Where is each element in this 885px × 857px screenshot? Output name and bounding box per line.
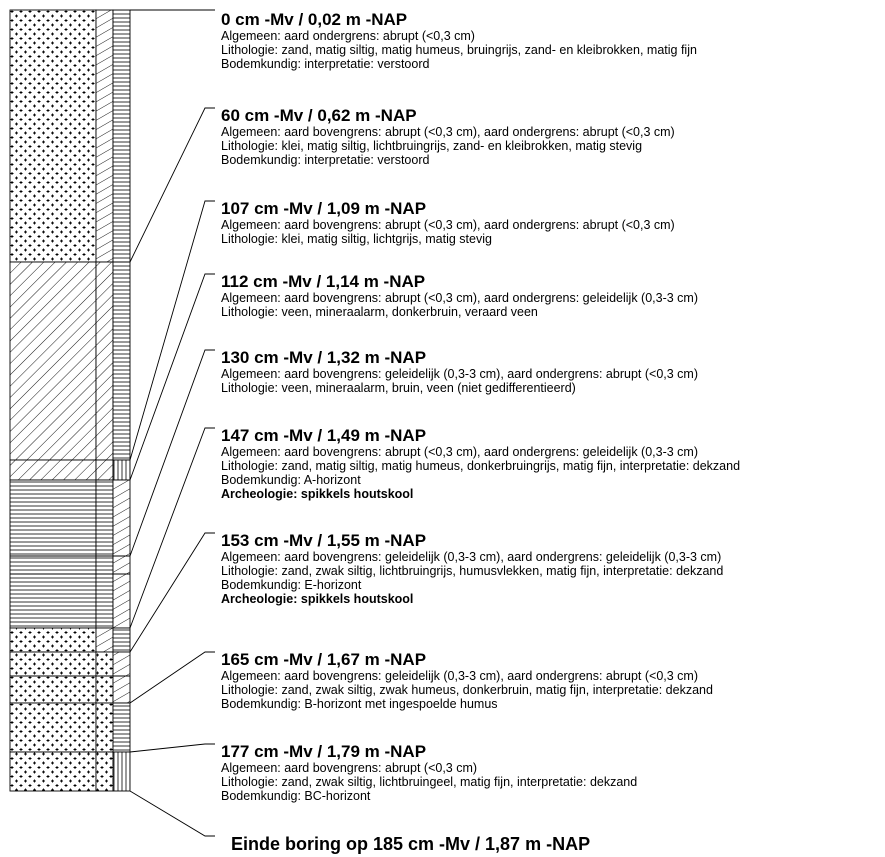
layer-description-line: Bodemkundig: interpretatie: verstoord bbox=[221, 57, 430, 71]
admixture-fill bbox=[95, 479, 114, 629]
layer-description-line: Algemeen: aard bovengrens: abrupt (<0,3 … bbox=[221, 125, 675, 139]
color-column-fill bbox=[112, 627, 131, 653]
lithology-fill bbox=[9, 479, 97, 629]
connector-line bbox=[129, 532, 215, 653]
layer-description-line: Lithologie: klei, matig siltig, lichtgri… bbox=[221, 232, 492, 246]
layer-description-line: Lithologie: zand, zwak siltig, lichtbrui… bbox=[221, 775, 638, 789]
color-column-fill bbox=[112, 9, 131, 263]
layer-depth-title: 165 cm -Mv / 1,67 m -NAP bbox=[221, 650, 427, 669]
layer-description-line: Lithologie: veen, mineraalarm, donkerbru… bbox=[221, 305, 538, 319]
connector-line bbox=[129, 273, 215, 481]
connector-line bbox=[129, 427, 215, 629]
layer-description-line: Bodemkundig: B-horizont met ingespoelde … bbox=[221, 697, 498, 711]
admixture-fill bbox=[95, 459, 114, 481]
layer-depth-title: 0 cm -Mv / 0,02 m -NAP bbox=[221, 10, 408, 29]
connector-line bbox=[129, 651, 215, 704]
layer-depth-title: 153 cm -Mv / 1,55 m -NAP bbox=[221, 531, 427, 550]
end-of-boring-label: Einde boring op 185 cm -Mv / 1,87 m -NAP bbox=[231, 834, 591, 854]
layer-description-line: Algemeen: aard bovengrens: geleidelijk (… bbox=[221, 550, 722, 564]
color-column-fill bbox=[112, 751, 131, 792]
lithology-fill bbox=[9, 9, 97, 263]
admixture-fill bbox=[95, 751, 114, 792]
layer-description-line: Algemeen: aard bovengrens: geleidelijk (… bbox=[221, 367, 698, 381]
layer-connectors bbox=[129, 9, 215, 837]
layer-description-line: Bodemkundig: BC-horizont bbox=[221, 789, 371, 803]
layer-depth-title: 147 cm -Mv / 1,49 m -NAP bbox=[221, 426, 427, 445]
admixture-fill bbox=[95, 261, 114, 461]
lithology-fill bbox=[9, 459, 97, 481]
boring-column bbox=[9, 9, 131, 792]
layer-description-line: Bodemkundig: interpretatie: verstoord bbox=[221, 153, 430, 167]
layer-archeology-line: Archeologie: spikkels houtskool bbox=[221, 487, 414, 501]
layer-depth-title: 177 cm -Mv / 1,79 m -NAP bbox=[221, 742, 427, 761]
admixture-fill bbox=[95, 651, 114, 704]
layer-description-line: Lithologie: veen, mineraalarm, bruin, ve… bbox=[221, 381, 576, 395]
lithology-fill bbox=[9, 627, 97, 653]
layer-description-line: Lithologie: zand, matig siltig, matig hu… bbox=[221, 459, 741, 473]
layer-archeology-line: Archeologie: spikkels houtskool bbox=[221, 592, 414, 606]
layer-description-line: Algemeen: aard bovengrens: geleidelijk (… bbox=[221, 669, 698, 683]
connector-line bbox=[129, 107, 215, 263]
layer-depth-title: 130 cm -Mv / 1,32 m -NAP bbox=[221, 348, 427, 367]
color-column-fill bbox=[112, 261, 131, 461]
connector-line bbox=[129, 790, 215, 837]
layer-description-line: Algemeen: aard ondergrens: abrupt (<0,3 … bbox=[221, 29, 475, 43]
layer-description-line: Lithologie: zand, matig siltig, matig hu… bbox=[221, 43, 697, 57]
layer-description-line: Algemeen: aard bovengrens: abrupt (<0,3 … bbox=[221, 761, 478, 775]
color-column-fill bbox=[112, 651, 131, 704]
layer-description-line: Algemeen: aard bovengrens: abrupt (<0,3 … bbox=[221, 445, 698, 459]
admixture-fill bbox=[95, 627, 114, 653]
connector-line bbox=[129, 200, 215, 461]
layer-description-line: Algemeen: aard bovengrens: abrupt (<0,3 … bbox=[221, 291, 698, 305]
lithology-fill bbox=[9, 261, 97, 461]
color-column-fill bbox=[112, 702, 131, 753]
layer-depth-title: 107 cm -Mv / 1,09 m -NAP bbox=[221, 199, 427, 218]
color-column-fill bbox=[112, 479, 131, 629]
layer-depth-title: 112 cm -Mv / 1,14 m -NAP bbox=[221, 272, 426, 291]
layer-depth-title: 60 cm -Mv / 0,62 m -NAP bbox=[221, 106, 417, 125]
lithology-fill bbox=[9, 702, 97, 753]
lithology-fill bbox=[9, 751, 97, 792]
layer-description-line: Bodemkundig: E-horizont bbox=[221, 578, 362, 592]
layer-description-line: Algemeen: aard bovengrens: abrupt (<0,3 … bbox=[221, 218, 675, 232]
admixture-fill bbox=[95, 702, 114, 753]
admixture-fill bbox=[95, 9, 114, 263]
layer-description-line: Lithologie: klei, matig siltig, lichtbru… bbox=[221, 139, 643, 153]
color-column-fill bbox=[112, 459, 131, 481]
layer-description-line: Lithologie: zand, zwak siltig, lichtbrui… bbox=[221, 564, 724, 578]
connector-line bbox=[129, 743, 215, 753]
layer-description-line: Bodemkundig: A-horizont bbox=[221, 473, 361, 487]
layer-description-line: Lithologie: zand, zwak siltig, zwak hume… bbox=[221, 683, 713, 697]
connector-line bbox=[129, 349, 215, 557]
lithology-fill bbox=[9, 651, 97, 704]
